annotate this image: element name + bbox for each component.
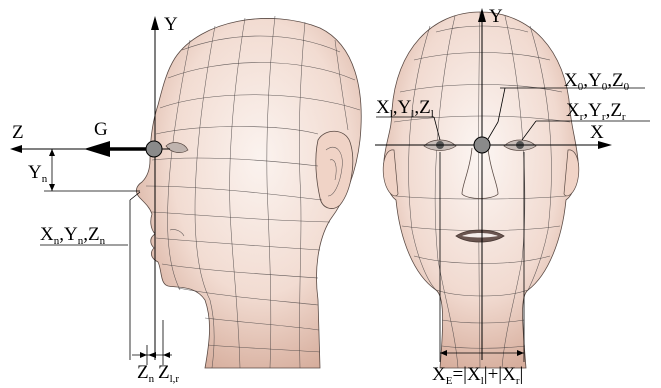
side-eye-marker (145, 140, 163, 158)
front-head-model (382, 11, 580, 369)
center-point-marker (473, 136, 491, 154)
gaze-arrow (84, 141, 150, 157)
front-y-axis-label: Y (489, 6, 503, 27)
front-x-axis-label: X (590, 122, 604, 143)
nose-point-label: Xn,Yn,Zn (40, 224, 106, 247)
zlr-label: Zl,r (158, 362, 179, 385)
gaze-label: G (94, 119, 108, 140)
side-y-axis-label: Y (164, 14, 178, 35)
left-eye-label: Xl,Yl,Zl (376, 97, 434, 120)
right-eye-label: Xr,Yr,Zr (566, 100, 626, 123)
zn-label: Zn (137, 362, 155, 385)
nose-height-label: Yn (28, 162, 48, 185)
eye-distance-label: XE=|Xl|+|Xr| (432, 364, 523, 387)
side-head-model (136, 15, 362, 369)
center-point-label: X0,Y0,Z0 (564, 70, 630, 93)
side-z-axis-label: Z (12, 122, 24, 143)
